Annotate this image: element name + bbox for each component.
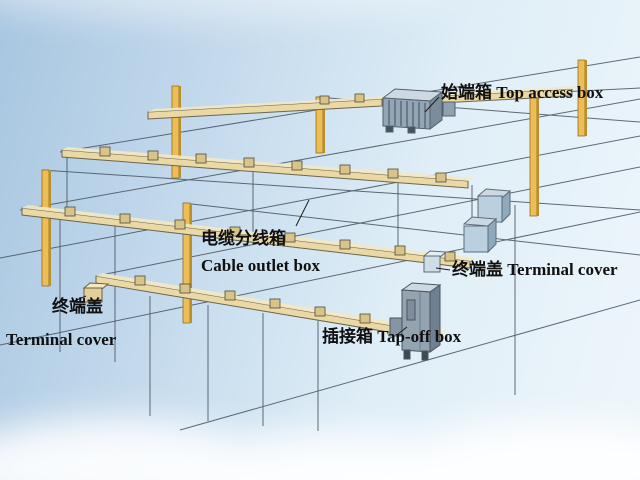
terminal-cover-graphics	[82, 250, 448, 303]
label-terminal-cover-right-zh: 终端盖	[452, 260, 503, 279]
support-columns-shade	[49, 60, 587, 323]
terminal-cover-left-cap	[83, 287, 103, 303]
label-top-access-box-en: Top access box	[496, 83, 604, 102]
label-cable-outlet-box: 电缆分线箱 Cable outlet box	[201, 229, 320, 275]
label-cable-outlet-box-en: Cable outlet box	[201, 255, 320, 275]
label-terminal-cover-right: 终端盖 Terminal cover	[452, 260, 618, 280]
leader-terminal-right	[435, 267, 451, 271]
leader-cable-outlet	[295, 199, 310, 227]
leader-terminal-left	[71, 295, 87, 303]
tap-off-box-graphic	[389, 282, 442, 361]
terminal-cover-right-cap	[423, 255, 441, 273]
busway-run-1	[61, 149, 469, 189]
access-box-foot	[385, 125, 394, 133]
column	[41, 169, 50, 287]
access-box-attachment	[442, 101, 456, 117]
label-tap-off-box-en: Tap-off box	[377, 327, 462, 346]
label-tap-off-box: 插接箱 Tap-off box	[322, 327, 462, 347]
tap-off-box-foot	[403, 349, 411, 360]
label-terminal-cover-left-zh: 终端盖	[52, 297, 103, 316]
leader-tap-off	[397, 326, 408, 335]
tap-off-box-side-unit	[389, 317, 403, 337]
cable-outlet-box-2	[463, 225, 489, 253]
top-access-box-graphic	[381, 88, 456, 134]
column	[529, 93, 538, 217]
label-cable-outlet-box-zh: 电缆分线箱	[201, 229, 286, 248]
tap-off-box-foot	[421, 350, 429, 361]
label-top-access-box-zh: 始端箱	[441, 83, 492, 102]
busway-tap-units	[64, 93, 456, 324]
label-terminal-cover-left: 终端盖 Terminal cover	[6, 297, 117, 349]
hanger-lines	[59, 156, 516, 431]
leader-top-access	[424, 96, 440, 113]
label-terminal-cover-right-en: Terminal cover	[507, 260, 618, 279]
label-terminal-cover-left-en: Terminal cover	[6, 329, 117, 349]
label-tap-off-box-zh: 插接箱	[322, 327, 373, 346]
leader-lines	[71, 96, 451, 335]
cable-outlet-box-graphics	[462, 188, 512, 254]
access-box-foot	[407, 126, 416, 134]
tap-off-box-panel	[406, 299, 416, 321]
label-top-access-box: 始端箱 Top access box	[441, 83, 604, 103]
